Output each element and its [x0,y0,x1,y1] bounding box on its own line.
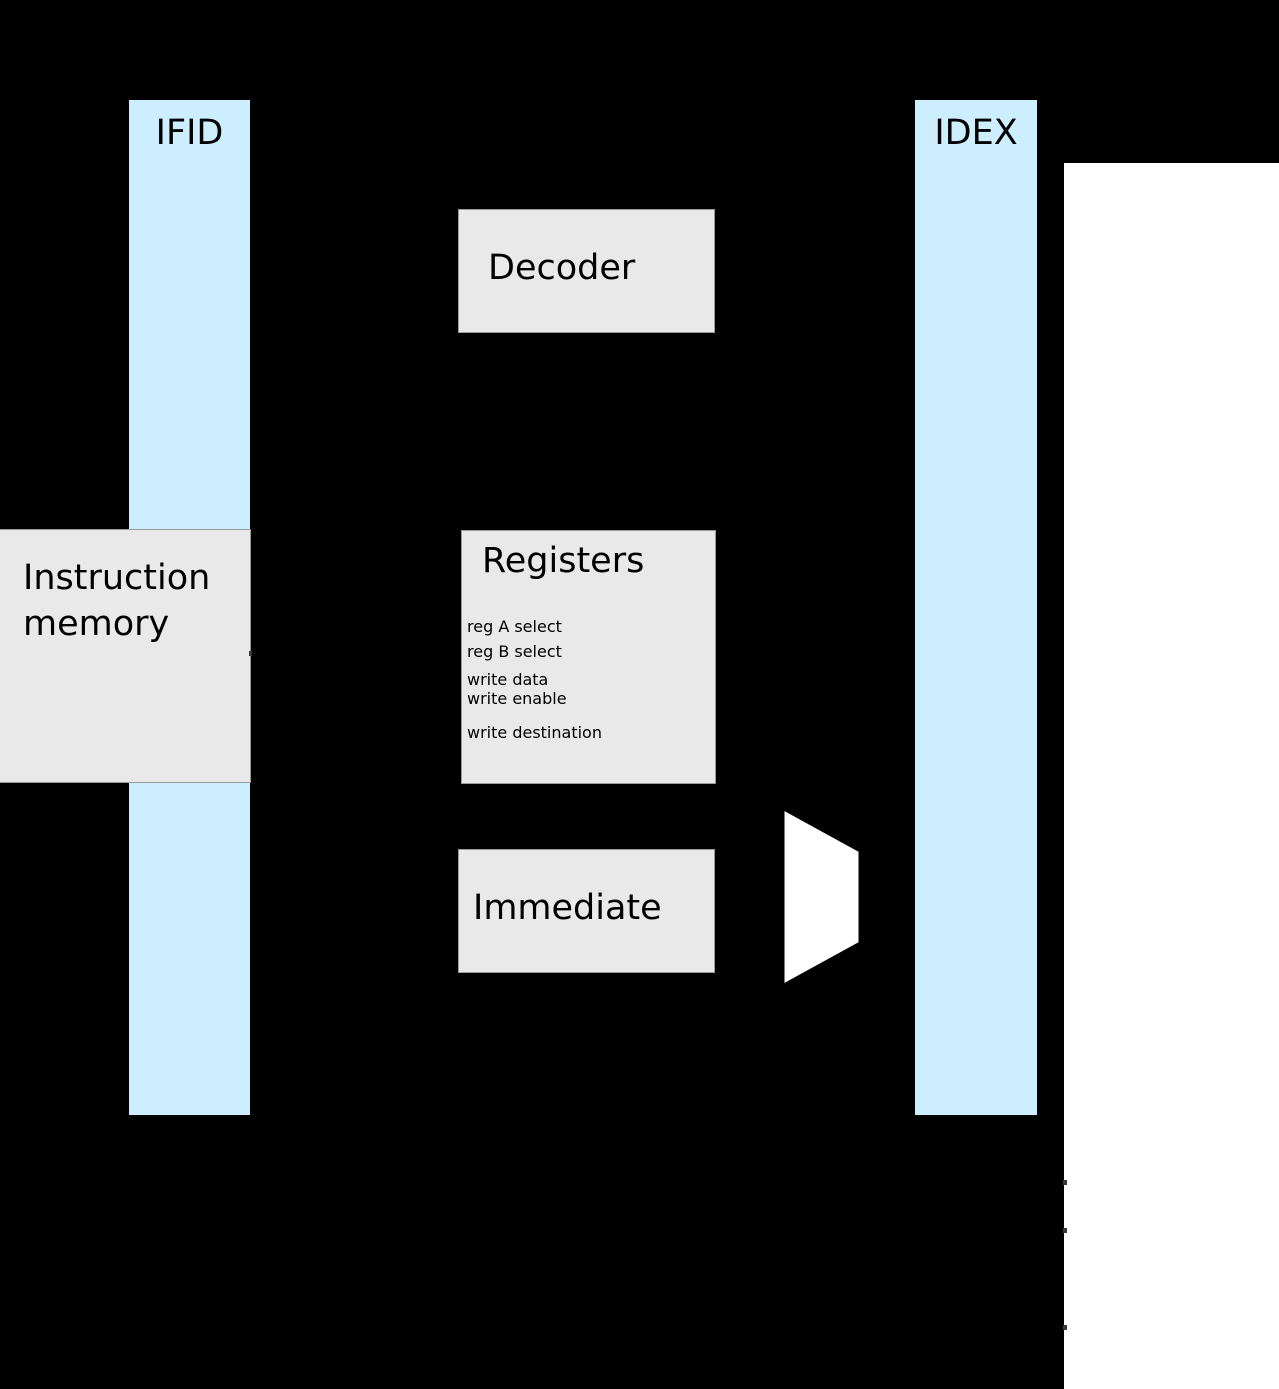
unit-instruction-memory-title-line1: Instruction [23,558,211,598]
unit-immediate-title: Immediate [473,888,662,928]
pipeline-register-idex[interactable]: IDEX [914,99,1038,1116]
unit-immediate[interactable]: Immediate [458,849,715,973]
stub-instruction-memory-out [249,651,252,656]
stub-right-panel-1 [1063,1180,1067,1185]
registers-port-write-destination: write destination [467,723,602,742]
pipeline-register-ifid-label: IFID [155,113,224,153]
operand-mux[interactable] [780,805,870,995]
unit-registers[interactable]: Registers reg A select reg B select writ… [461,530,716,784]
unit-registers-title: Registers [482,541,645,581]
unit-instruction-memory-title-line2: memory [23,604,170,644]
registers-port-reg-a-select: reg A select [467,617,562,636]
registers-port-write-enable: write enable [467,689,567,708]
unit-instruction-memory[interactable]: Instruction memory [0,529,251,783]
registers-port-write-data: write data [467,670,549,689]
unit-decoder[interactable]: Decoder [458,209,715,333]
operand-mux-shape [784,811,859,983]
stub-right-panel-2 [1063,1228,1067,1233]
pipeline-register-idex-label: IDEX [934,113,1018,153]
right-white-panel [1064,163,1279,1389]
registers-port-reg-b-select: reg B select [467,642,562,661]
stub-right-panel-3 [1063,1325,1067,1330]
unit-decoder-title: Decoder [488,248,636,288]
